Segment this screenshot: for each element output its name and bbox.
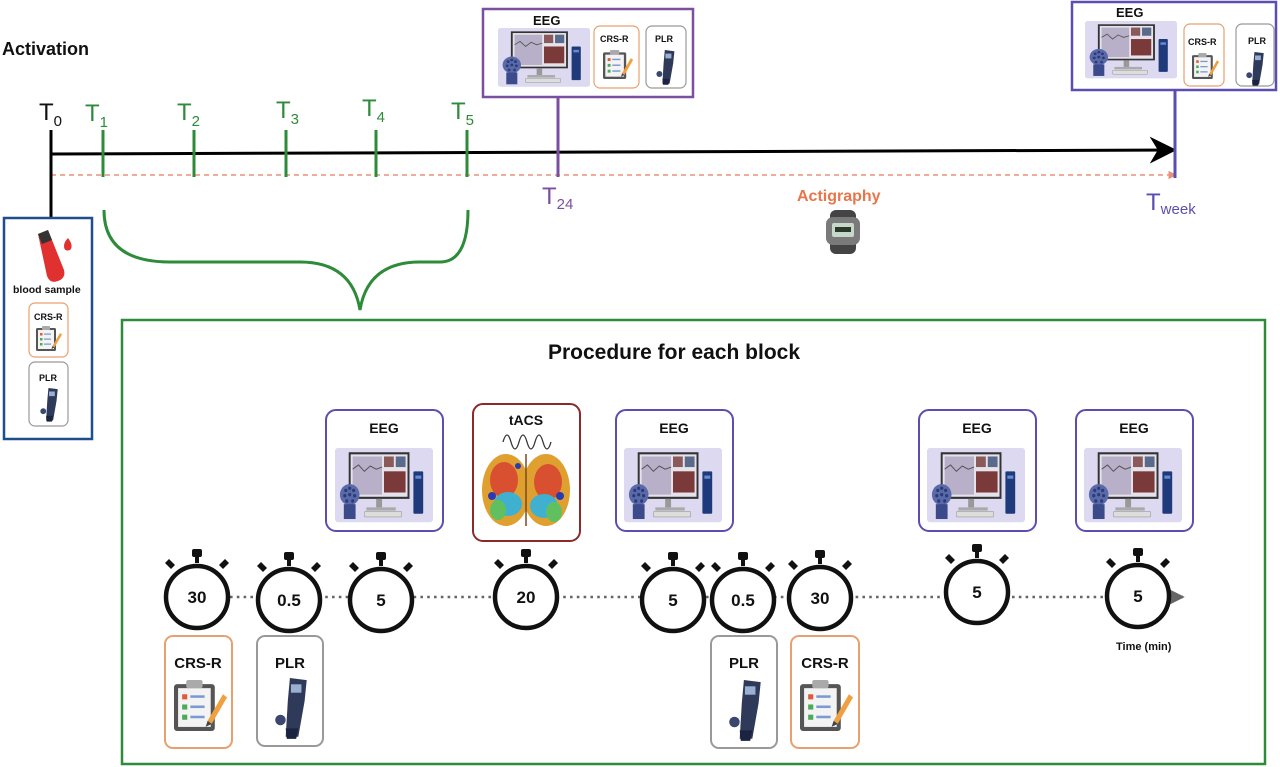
stopwatch-9: 5 [1106,548,1170,627]
stopwatch-5: 5 [641,552,705,631]
brain-icon [481,453,571,527]
label-t2: T2 [177,99,200,130]
eeg-card-3: EEG [918,409,1037,532]
stopwatch-7-value: 30 [811,589,830,608]
stopwatch-6-value: 0.5 [731,591,755,610]
eeg-card-3-label: EEG [962,420,992,436]
eeg-card-4: EEG [1075,409,1194,532]
label-t4: T4 [362,95,385,126]
crsr-card-2: CRS-R [790,635,860,749]
plr-card-1: PLR [256,635,324,747]
blood-sample-label: blood sample [13,284,81,296]
timeline-axis [50,136,1177,164]
t24-eeg-label: EEG [533,13,560,28]
stopwatch-1: 30 [165,549,229,628]
plr-card-2: PLR [710,635,778,749]
stopwatch-3: 5 [349,552,413,631]
eeg-card-2: EEG [615,409,734,532]
tacs-card: tACS [472,403,581,542]
eeg-card-4-label: EEG [1119,420,1149,436]
block-ticks [101,130,469,177]
t24-plr-label: PLR [655,34,674,44]
stopwatch-6: 0.5 [711,552,775,631]
tweek-crsr-label: CRS-R [1188,37,1217,47]
eeg-card-4-icon [1083,447,1183,523]
actigraphy-label: Actigraphy [797,188,881,205]
stopwatch-2-value: 0.5 [277,591,301,610]
crsr-card-1-label: CRS-R [174,655,222,672]
eeg-card-1: EEG [325,409,444,532]
eeg-card-2-icon [623,447,723,523]
blood-tube-icon [38,230,72,282]
baseline-plr-label: PLR [39,373,58,383]
eeg-card-3-icon [926,447,1026,523]
actigraphy-watch-icon [826,210,860,254]
baseline-crsr-label: CRS-R [34,312,63,322]
eeg-card-1-icon [334,447,434,523]
stopwatch-7: 30 [788,550,852,629]
tacs-wave-icon [502,434,552,450]
label-t3: T3 [276,97,299,128]
section-title: Activation [2,39,89,59]
plr-card-1-label: PLR [275,655,305,672]
crsr-card-2-label: CRS-R [801,655,849,672]
block-brace [102,209,470,311]
crsr-card-1: CRS-R [164,635,233,749]
procedure-title: Procedure for each block [548,341,800,364]
stopwatch-8-value: 5 [972,583,981,602]
stopwatch-8: 5 [945,544,1009,623]
stopwatch-2: 0.5 [257,552,321,631]
label-tweek: Tweek [1146,189,1196,218]
tweek-eeg-icon [1084,20,1178,79]
stopwatch-9-value: 5 [1133,587,1142,606]
eeg-card-1-label: EEG [369,420,399,436]
stopwatch-3-value: 5 [376,591,385,610]
tacs-label: tACS [509,412,543,428]
stopwatch-1-value: 30 [188,588,207,607]
label-t24: T24 [542,183,573,213]
tweek-eeg-label: EEG [1116,5,1143,20]
stopwatch-4-value: 20 [517,588,536,607]
time-axis-label: Time (min) [1116,641,1172,653]
stopwatch-5-value: 5 [668,591,677,610]
t24-eeg-icon [497,27,591,88]
label-t1: T1 [85,100,108,131]
t24-crsr-label: CRS-R [600,34,629,44]
stopwatch-4: 20 [494,549,558,628]
eeg-card-2-label: EEG [659,420,689,436]
label-t0: T0 [39,99,62,130]
tweek-plr-label: PLR [1248,36,1267,46]
label-t5: T5 [451,98,474,129]
plr-card-2-label: PLR [729,655,759,672]
